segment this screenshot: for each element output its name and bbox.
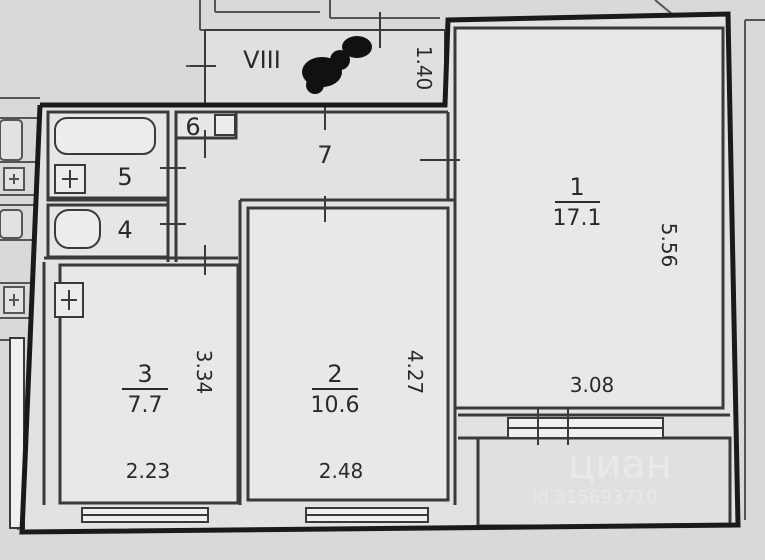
- room-3-width: 2.23: [126, 459, 171, 483]
- room-viii-dim: 1.40: [412, 46, 436, 91]
- neighbour-fixtures: [0, 119, 25, 314]
- room-3-area: 7.7: [128, 393, 163, 418]
- room-1-area: 17.1: [553, 206, 602, 231]
- shaft-icon: [214, 114, 236, 136]
- room-2-number: 2: [327, 360, 342, 388]
- watermark-brand: циан: [568, 442, 672, 488]
- interior-walls: [42, 26, 732, 528]
- room-2-outline: [246, 206, 450, 502]
- apartment-outer-wall: [19, 11, 741, 535]
- room-1-length: 5.56: [657, 223, 681, 268]
- room-2-width: 2.48: [319, 459, 364, 483]
- watermark-id: id 315693710: [532, 487, 657, 508]
- bathtub-icon: [54, 117, 156, 155]
- room-7-label: 7: [317, 141, 332, 169]
- room-2-area: 10.6: [311, 393, 360, 418]
- door-markers: [160, 105, 460, 275]
- room-6-label: 6: [185, 113, 200, 141]
- room-3-length: 3.34: [192, 350, 216, 395]
- room-5-label: 5: [117, 163, 132, 191]
- room-4-label: 4: [117, 216, 132, 244]
- windows: [9, 337, 664, 529]
- sink-icon: [54, 164, 86, 194]
- room-2-length: 4.27: [403, 350, 427, 395]
- room-1-width: 3.08: [570, 373, 615, 397]
- toilet-icon: [54, 209, 101, 249]
- room-3-number: 3: [137, 360, 152, 388]
- room-viii-label: VIII: [243, 46, 281, 74]
- room-3-outline: [58, 263, 240, 505]
- fixtures: [54, 114, 236, 318]
- room-1-number: 1: [569, 173, 584, 201]
- ink-blot: [302, 36, 372, 94]
